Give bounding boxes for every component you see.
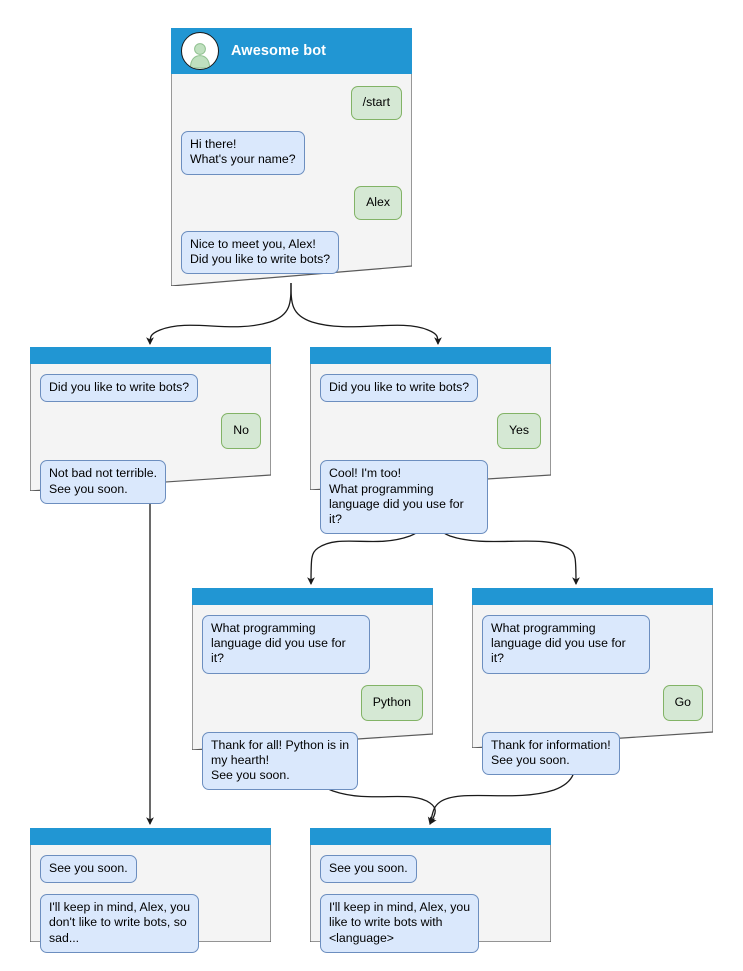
message-row: Nice to meet you, Alex! Did you like to … [181, 230, 402, 275]
message-row: Go [482, 684, 703, 721]
bot-message-bubble[interactable]: I'll keep in mind, Alex, you like to wri… [320, 894, 480, 953]
user-message-bubble[interactable]: /start [350, 86, 402, 121]
bot-message-bubble[interactable]: Did you like to write bots? [40, 374, 199, 403]
bot-message-bubble[interactable]: Hi there! What's your name? [181, 131, 305, 175]
message-row: Not bad not terrible. See you soon. [40, 460, 261, 504]
message-row: Did you like to write bots? [40, 374, 261, 403]
chat-card-yes-branch[interactable]: Did you like to write bots? Yes Cool! I'… [310, 347, 551, 535]
edge-root-to-no [146, 282, 292, 346]
message-row: Hi there! What's your name? [181, 131, 402, 175]
bot-message-bubble[interactable]: See you soon. [40, 855, 137, 884]
message-row: Did you like to write bots? [320, 374, 541, 403]
card-body: See you soon. I'll keep in mind, Alex, y… [30, 845, 271, 953]
message-row: Alex [181, 185, 402, 220]
bot-message-bubble[interactable]: Thank for all! Python is in my hearth! S… [202, 731, 359, 791]
message-row: I'll keep in mind, Alex, you don't like … [40, 894, 261, 953]
card-header [30, 347, 271, 364]
chat-card-python-branch[interactable]: What programming language did you use fo… [192, 588, 433, 791]
bot-message-bubble[interactable]: Not bad not terrible. See you soon. [40, 460, 167, 504]
message-row: Cool! I'm too! What programming language… [320, 460, 541, 535]
card-header-root: Awesome bot [171, 28, 412, 74]
user-message-bubble[interactable]: No [221, 413, 261, 450]
user-message-bubble[interactable]: Yes [496, 413, 541, 450]
bot-message-bubble[interactable]: Cool! I'm too! What programming language… [320, 460, 488, 535]
card-body: Did you like to write bots? No Not bad n… [30, 364, 271, 504]
person-icon [189, 43, 211, 69]
message-row: Thank for all! Python is in my hearth! S… [202, 731, 423, 791]
avatar [181, 32, 219, 70]
card-body: What programming language did you use fo… [472, 605, 713, 776]
bot-message-bubble[interactable]: Nice to meet you, Alex! Did you like to … [181, 230, 340, 275]
card-header [30, 828, 271, 845]
bot-message-bubble[interactable]: What programming language did you use fo… [202, 615, 370, 674]
message-row: Yes [320, 413, 541, 450]
message-row: What programming language did you use fo… [202, 615, 423, 674]
card-header [192, 588, 433, 605]
message-row: See you soon. [40, 855, 261, 884]
bot-message-bubble[interactable]: What programming language did you use fo… [482, 615, 650, 674]
message-row: Thank for information! See you soon. [482, 731, 703, 776]
user-message-bubble[interactable]: Alex [354, 185, 402, 220]
message-row: I'll keep in mind, Alex, you like to wri… [320, 894, 541, 953]
bot-message-bubble[interactable]: See you soon. [320, 855, 417, 884]
message-row: No [40, 413, 261, 450]
card-body-root: /start Hi there! What's your name? Alex … [171, 74, 412, 275]
edge-root-to-yes [290, 282, 442, 346]
chat-card-end-sad[interactable]: See you soon. I'll keep in mind, Alex, y… [30, 828, 271, 953]
user-message-bubble[interactable]: Python [360, 684, 423, 721]
chat-card-end-happy[interactable]: See you soon. I'll keep in mind, Alex, y… [310, 828, 551, 953]
card-body: What programming language did you use fo… [192, 605, 433, 791]
card-body: See you soon. I'll keep in mind, Alex, y… [310, 845, 551, 953]
card-header [310, 347, 551, 364]
bot-message-bubble[interactable]: Did you like to write bots? [320, 374, 479, 403]
user-message-bubble[interactable]: Go [662, 684, 703, 721]
card-header [472, 588, 713, 605]
message-row: Python [202, 684, 423, 721]
bot-title: Awesome bot [231, 43, 327, 59]
message-row: /start [181, 86, 402, 121]
chat-card-no-branch[interactable]: Did you like to write bots? No Not bad n… [30, 347, 271, 504]
chat-card-root[interactable]: Awesome bot /start Hi there! What's your… [171, 28, 412, 286]
card-body: Did you like to write bots? Yes Cool! I'… [310, 364, 551, 535]
bot-message-bubble[interactable]: Thank for information! See you soon. [482, 731, 620, 776]
bot-message-bubble[interactable]: I'll keep in mind, Alex, you don't like … [40, 894, 200, 953]
card-header [310, 828, 551, 845]
chat-card-go-branch[interactable]: What programming language did you use fo… [472, 588, 713, 776]
message-row: What programming language did you use fo… [482, 615, 703, 674]
message-row: See you soon. [320, 855, 541, 884]
